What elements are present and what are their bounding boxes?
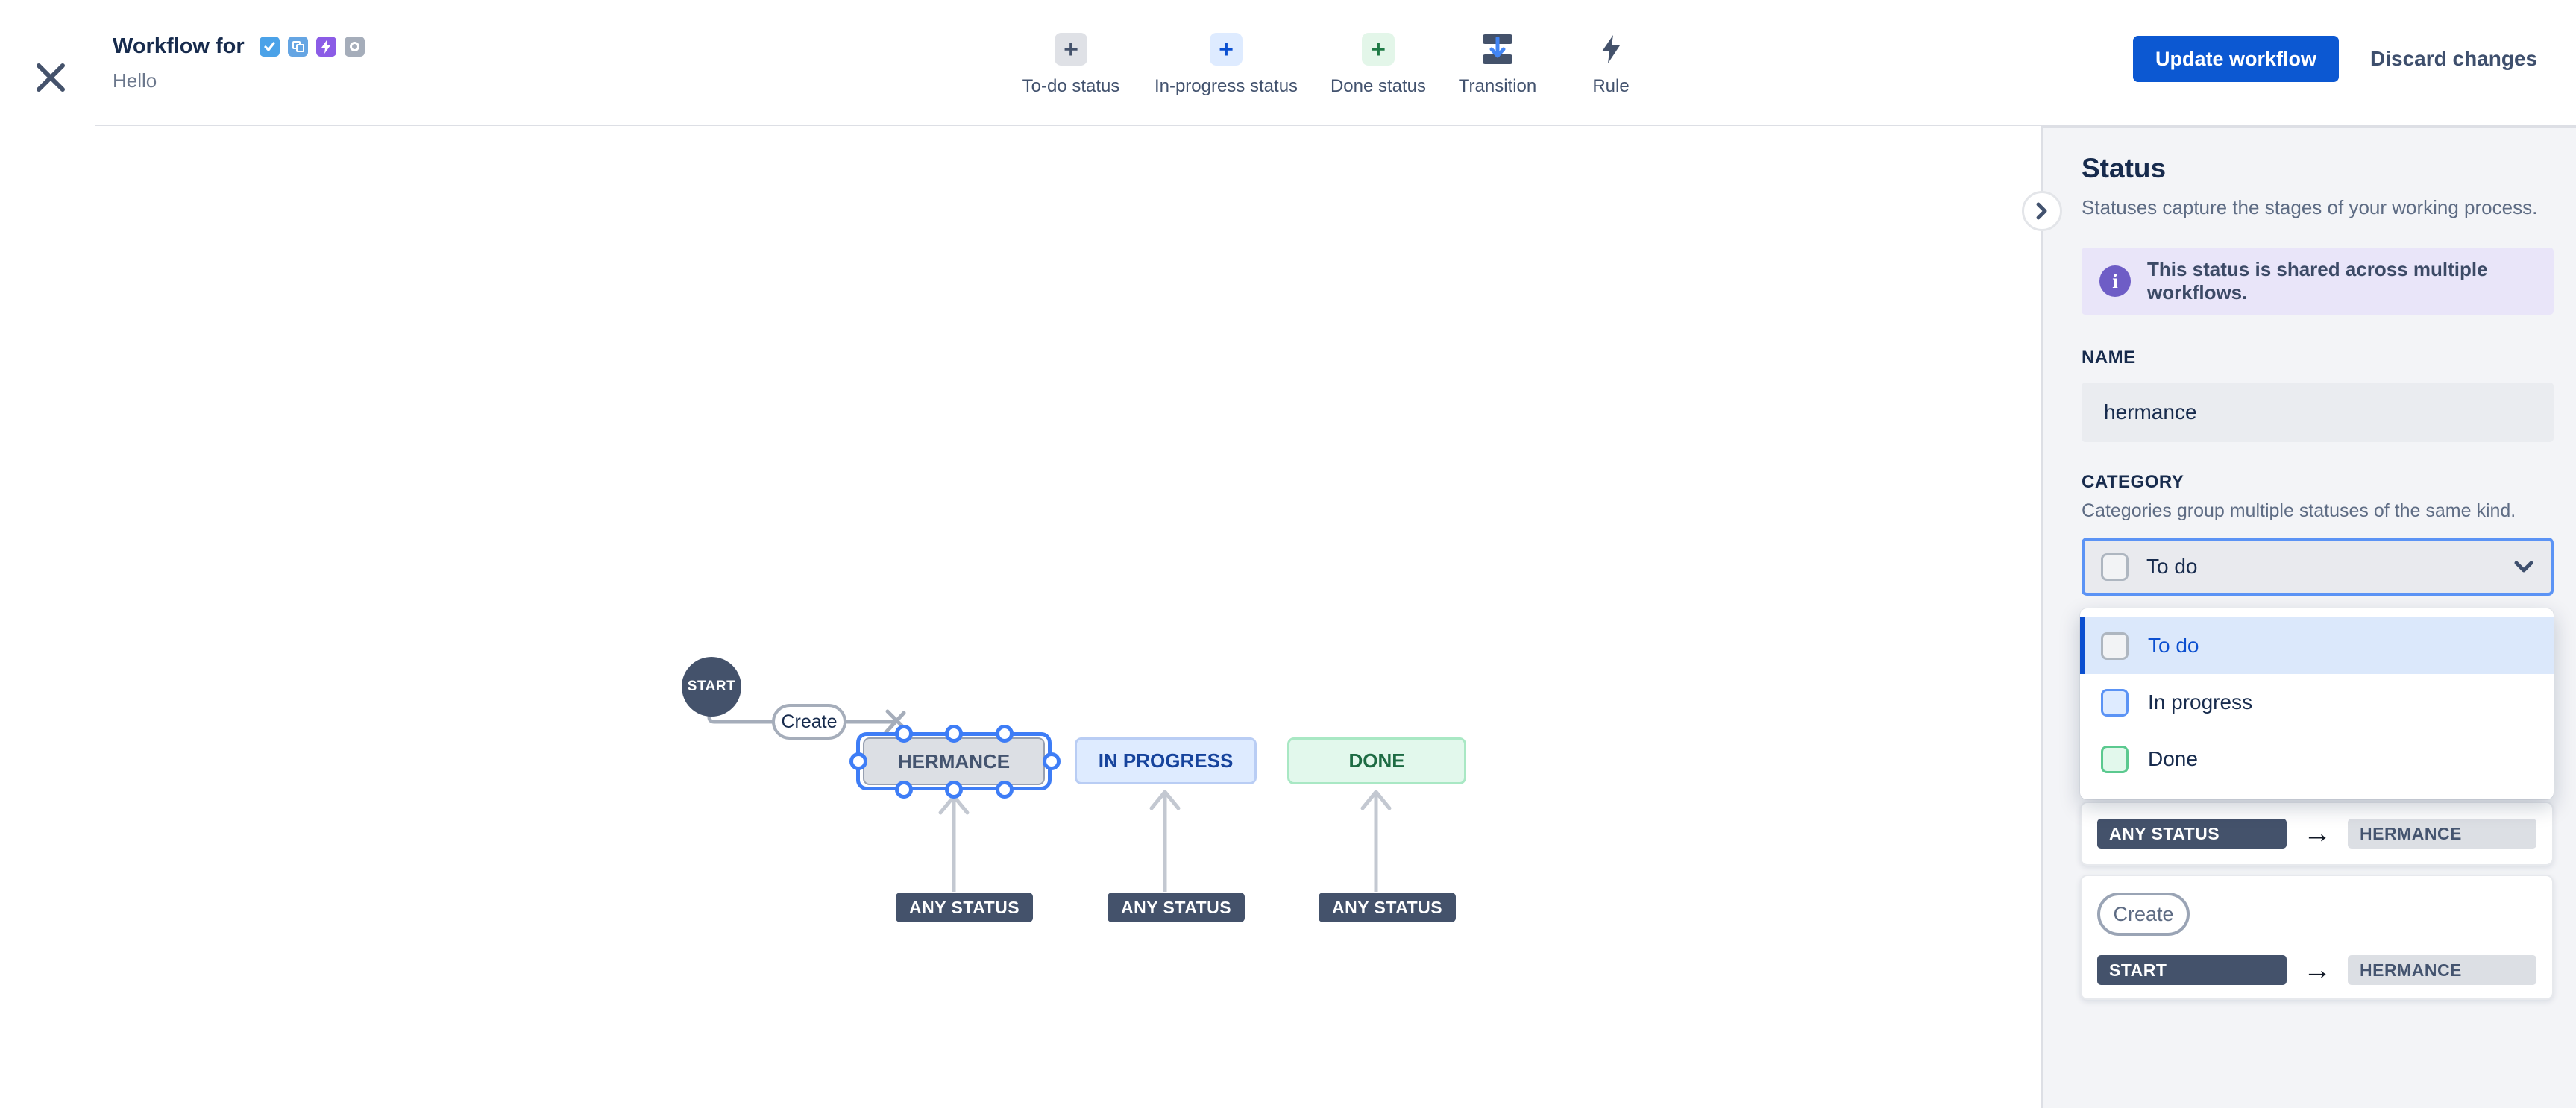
collapse-panel-button[interactable] — [2022, 191, 2062, 231]
todo-category-icon — [2101, 553, 2129, 581]
name-field-label: NAME — [2082, 347, 2136, 368]
done-category-icon — [2101, 745, 2129, 773]
toolbar-label-rule: Rule — [1592, 76, 1630, 96]
status-node-hermance[interactable]: HERMANCE — [863, 737, 1045, 785]
selection-handle-bottom-right[interactable] — [996, 781, 1014, 799]
banner-text: This status is shared across multiple wo… — [2147, 258, 2488, 303]
toolbar-label-done: Done status — [1330, 76, 1427, 96]
selection-handle-bottom-center[interactable] — [945, 781, 963, 799]
epic-bolt-icon — [315, 37, 336, 57]
inprogress-category-icon — [2101, 688, 2129, 717]
panel-subtitle: Statuses capture the stages of your work… — [2082, 196, 2538, 218]
generic-circle-icon — [344, 37, 365, 57]
subtask-squares-icon — [287, 37, 308, 57]
option-label: To do — [2148, 634, 2199, 657]
workflow-edges — [707, 709, 1392, 892]
task-check-icon — [259, 37, 280, 57]
transition-to-chip: HERMANCE — [2348, 955, 2536, 985]
create-transition-pill[interactable]: Create — [772, 704, 846, 740]
toolbar-label-transition: Transition — [1458, 76, 1537, 96]
chevron-down-icon — [2513, 560, 2534, 573]
discard-changes-button[interactable]: Discard changes — [2357, 36, 2551, 82]
create-transition-pill[interactable]: Create — [2097, 893, 2190, 936]
dropdown-option-done[interactable]: Done — [2080, 731, 2554, 787]
category-field-label: CATEGORY — [2082, 472, 2184, 492]
status-detail-panel: Status Statuses capture the stages of yo… — [2022, 125, 2576, 1108]
chevron-right-icon — [2036, 202, 2047, 220]
selection-handle-mid-left[interactable] — [849, 752, 867, 770]
category-selected-value: To do — [2146, 555, 2198, 578]
transition-to-chip: HERMANCE — [2348, 819, 2536, 849]
toolbar-label-todo: To-do status — [1022, 76, 1120, 96]
toolbar-add-done-status[interactable]: + Done status — [1289, 33, 1468, 97]
panel-title: Status — [2082, 153, 2167, 183]
status-node-in-progress[interactable]: IN PROGRESS — [1075, 737, 1257, 784]
selection-handle-top-center[interactable] — [945, 725, 963, 743]
plus-icon: + — [1055, 33, 1087, 66]
toolbar-add-todo-status[interactable]: + To-do status — [981, 33, 1160, 97]
transition-from-chip: START — [2097, 955, 2287, 985]
toolbar-add-transition[interactable]: Transition — [1408, 33, 1587, 97]
lightning-bolt-icon — [1595, 33, 1627, 66]
any-status-chip-in-progress[interactable]: ANY STATUS — [1108, 893, 1245, 922]
todo-category-icon — [2101, 632, 2129, 660]
selection-handle-top-left[interactable] — [895, 725, 913, 743]
transition-card-create[interactable]: Create START → HERMANCE — [2080, 875, 2554, 1000]
dropdown-option-todo[interactable]: To do — [2080, 617, 2554, 674]
option-label: Done — [2148, 747, 2198, 770]
category-description: Categories group multiple statuses of th… — [2082, 500, 2516, 521]
plus-icon: + — [1362, 33, 1395, 66]
shared-status-banner: i This status is shared across multiple … — [2082, 248, 2554, 315]
transition-arrow-icon — [1481, 33, 1514, 66]
workflow-title-block: Workflow for Hello — [113, 34, 365, 92]
close-icon — [37, 63, 65, 92]
category-select[interactable]: To do — [2082, 538, 2554, 596]
any-status-chip-done[interactable]: ANY STATUS — [1319, 893, 1457, 922]
status-node-done[interactable]: DONE — [1287, 737, 1466, 784]
category-dropdown-menu: To do In progress Done — [2080, 608, 2554, 799]
toolbar-label-inprogress: In-progress status — [1154, 76, 1298, 96]
toolbar-add-inprogress-status[interactable]: + In-progress status — [1137, 33, 1316, 97]
update-workflow-button[interactable]: Update workflow — [2133, 36, 2339, 82]
info-icon: i — [2099, 265, 2131, 297]
start-node[interactable]: START — [682, 657, 741, 717]
toolbar-add-rule[interactable]: Rule — [1521, 33, 1700, 97]
workflow-subtitle: Hello — [113, 69, 157, 92]
name-input[interactable] — [2082, 383, 2554, 442]
selection-handle-bottom-left[interactable] — [895, 781, 913, 799]
page-title: Workflow for — [113, 34, 245, 58]
close-button[interactable] — [30, 57, 72, 98]
any-status-chip-hermance[interactable]: ANY STATUS — [896, 893, 1034, 922]
selection-handle-top-right[interactable] — [996, 725, 1014, 743]
transition-card-any-status[interactable]: ANY STATUS → HERMANCE — [2080, 802, 2554, 866]
arrow-right-icon: → — [2303, 954, 2331, 986]
header-bar: Workflow for Hello + To-do status — [0, 0, 2576, 125]
issue-type-icons — [259, 37, 365, 57]
option-label: In progress — [2148, 690, 2253, 714]
transition-from-chip: ANY STATUS — [2097, 819, 2287, 849]
arrow-right-icon: → — [2303, 818, 2331, 849]
selection-handle-mid-right[interactable] — [1043, 752, 1061, 770]
plus-icon: + — [1210, 33, 1243, 66]
workflow-canvas[interactable]: START Create HERMANCE IN PROGRESS DONE A… — [0, 125, 2041, 1108]
dropdown-option-in-progress[interactable]: In progress — [2080, 674, 2554, 731]
